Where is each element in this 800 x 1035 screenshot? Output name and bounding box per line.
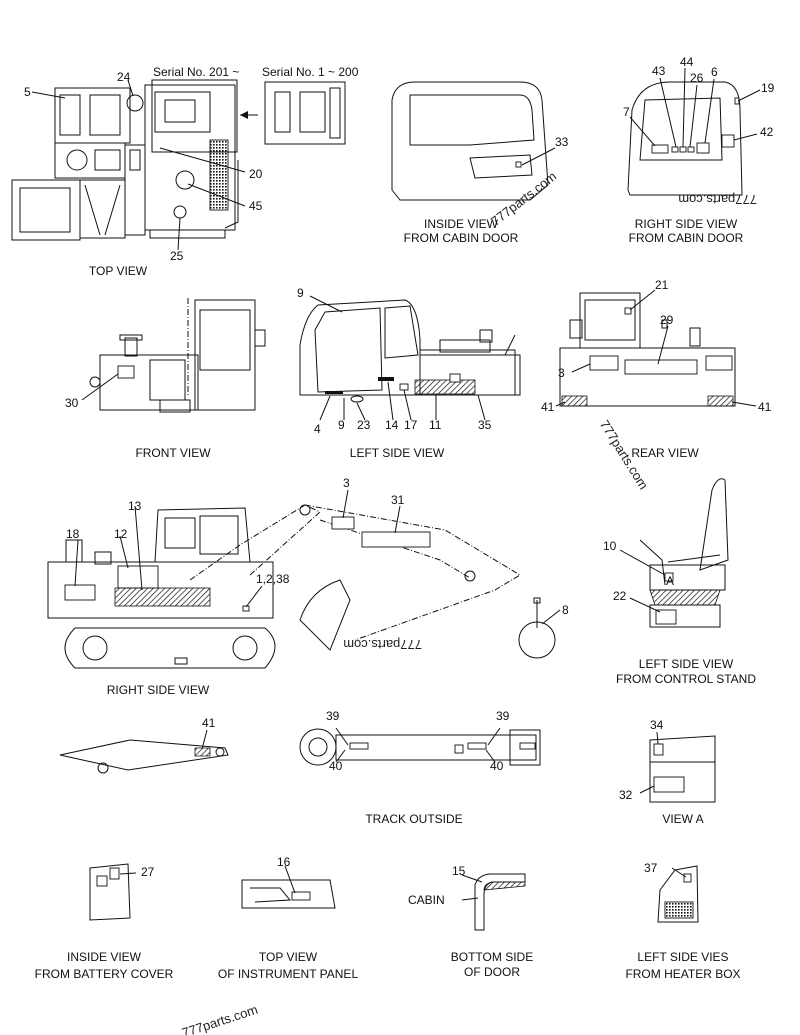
left-side-view-drawing bbox=[299, 295, 521, 421]
caption-inside-view-cabin-1: INSIDE VIEW bbox=[424, 217, 499, 231]
caption-right-side-view: RIGHT SIDE VIEW bbox=[107, 683, 210, 697]
right-side-view-drawing bbox=[47, 489, 521, 669]
caption-track-outside: TRACK OUTSIDE bbox=[365, 812, 462, 826]
watermark: 777parts.com bbox=[343, 637, 422, 652]
caption-control-stand-1: LEFT SIDE VIEW bbox=[639, 657, 734, 671]
callout-label: 9 bbox=[338, 418, 345, 432]
callout-label: 9 bbox=[297, 286, 304, 300]
callout-label: 19 bbox=[761, 81, 775, 95]
caption-right-side-cabin-2: FROM CABIN DOOR bbox=[629, 231, 744, 245]
caption-right-side-cabin-1: RIGHT SIDE VIEW bbox=[635, 217, 738, 231]
callout-label: 33 bbox=[555, 135, 569, 149]
battery-cover-drawing bbox=[89, 863, 137, 921]
callout-label: 26 bbox=[690, 71, 704, 85]
control-stand-view-drawing bbox=[619, 478, 729, 628]
callout-label: 24 bbox=[117, 70, 131, 84]
callout-label: 23 bbox=[357, 418, 371, 432]
caption-top-view: TOP VIEW bbox=[89, 264, 148, 278]
caption-left-side-view: LEFT SIDE VIEW bbox=[350, 446, 445, 460]
callout-label: 4 bbox=[314, 422, 321, 436]
callout-label: 41 bbox=[758, 400, 772, 414]
callout-label: 3 bbox=[343, 476, 350, 490]
callout-label: 45 bbox=[249, 199, 263, 213]
callout-label: 20 bbox=[249, 167, 263, 181]
callout-label: 21 bbox=[655, 278, 669, 292]
callout-label: 32 bbox=[619, 788, 633, 802]
callout-label: 27 bbox=[141, 865, 155, 879]
caption-heater-box-1: LEFT SIDE VIES bbox=[637, 950, 728, 964]
callout-label: 39 bbox=[496, 709, 510, 723]
callout-label: 41 bbox=[202, 716, 216, 730]
callout-label: 14 bbox=[385, 418, 399, 432]
cabin-inside-view-drawing bbox=[391, 81, 556, 201]
part-8-drawing bbox=[518, 597, 561, 659]
callout-label: 30 bbox=[65, 396, 79, 410]
callout-label: 5 bbox=[24, 85, 31, 99]
callout-label: 11 bbox=[429, 418, 442, 432]
arm-drawing bbox=[59, 729, 229, 774]
callout-label: 35 bbox=[478, 418, 492, 432]
front-view-drawing bbox=[81, 298, 266, 413]
callout-label: 40 bbox=[490, 759, 504, 773]
callout-label: 13 bbox=[128, 499, 142, 513]
watermark: 777parts.com bbox=[678, 192, 757, 207]
caption-heater-box-2: FROM HEATER BOX bbox=[625, 967, 740, 981]
callout-label: 40 bbox=[329, 759, 343, 773]
caption-battery-cover-2: FROM BATTERY COVER bbox=[35, 967, 174, 981]
callout-label: 16 bbox=[277, 855, 291, 869]
caption-view-a: VIEW A bbox=[662, 812, 703, 826]
door-bottom-drawing bbox=[461, 873, 526, 931]
callout-label: 37 bbox=[644, 861, 658, 875]
callout-label: 34 bbox=[650, 718, 664, 732]
caption-door-bottom-2: OF DOOR bbox=[464, 965, 520, 979]
callout-label: 43 bbox=[652, 64, 666, 78]
rear-view-drawing bbox=[555, 289, 757, 407]
track-outside-drawing bbox=[299, 727, 541, 766]
callout-label: A bbox=[666, 574, 674, 588]
view-a-drawing bbox=[639, 731, 716, 803]
callout-label: 3 bbox=[558, 366, 565, 380]
callout-label: 18 bbox=[66, 527, 80, 541]
callout-label: 6 bbox=[711, 65, 718, 79]
caption-battery-cover-1: INSIDE VIEW bbox=[67, 950, 142, 964]
caption-rear-view: REAR VIEW bbox=[631, 446, 699, 460]
callout-label: 42 bbox=[760, 125, 774, 139]
caption-instrument-panel-2: OF INSTRUMENT PANEL bbox=[218, 967, 359, 981]
callouts: 5 24 20 45 25 33 43 44 26 6 19 7 42 9 21… bbox=[24, 55, 775, 907]
callout-label: 1,2,38 bbox=[256, 572, 290, 586]
caption-inside-view-cabin-2: FROM CABIN DOOR bbox=[404, 231, 519, 245]
callout-label: 41 bbox=[541, 400, 555, 414]
callout-label: 29 bbox=[660, 313, 674, 327]
caption-door-bottom-1: BOTTOM SIDE bbox=[451, 950, 533, 964]
watermark: 777parts.com bbox=[180, 1002, 260, 1035]
callout-label: 15 bbox=[452, 864, 466, 878]
serial-label-new: Serial No. 201 ~ bbox=[153, 65, 239, 79]
watermark: 777parts.com bbox=[488, 169, 559, 229]
captions: TOP VIEW INSIDE VIEW FROM CABIN DOOR RIG… bbox=[35, 217, 757, 981]
callout-label: CABIN bbox=[408, 893, 445, 907]
serial-label-old: Serial No. 1 ~ 200 bbox=[262, 65, 359, 79]
caption-control-stand-2: FROM CONTROL STAND bbox=[616, 672, 756, 686]
callout-label: 10 bbox=[603, 539, 617, 553]
callout-label: 39 bbox=[326, 709, 340, 723]
caption-instrument-panel-1: TOP VIEW bbox=[259, 950, 318, 964]
heater-box-drawing bbox=[657, 865, 699, 923]
callout-label: 25 bbox=[170, 249, 184, 263]
callout-label: 8 bbox=[562, 603, 569, 617]
callout-label: 44 bbox=[680, 55, 694, 69]
top-view-drawing bbox=[11, 79, 346, 251]
caption-front-view: FRONT VIEW bbox=[135, 446, 211, 460]
cabin-right-side-view-drawing bbox=[627, 67, 761, 196]
callout-label: 31 bbox=[391, 493, 405, 507]
callout-label: 17 bbox=[404, 418, 418, 432]
callout-label: 12 bbox=[114, 527, 128, 541]
callout-label: 7 bbox=[623, 105, 630, 119]
instrument-panel-drawing bbox=[241, 865, 336, 909]
callout-label: 22 bbox=[613, 589, 627, 603]
